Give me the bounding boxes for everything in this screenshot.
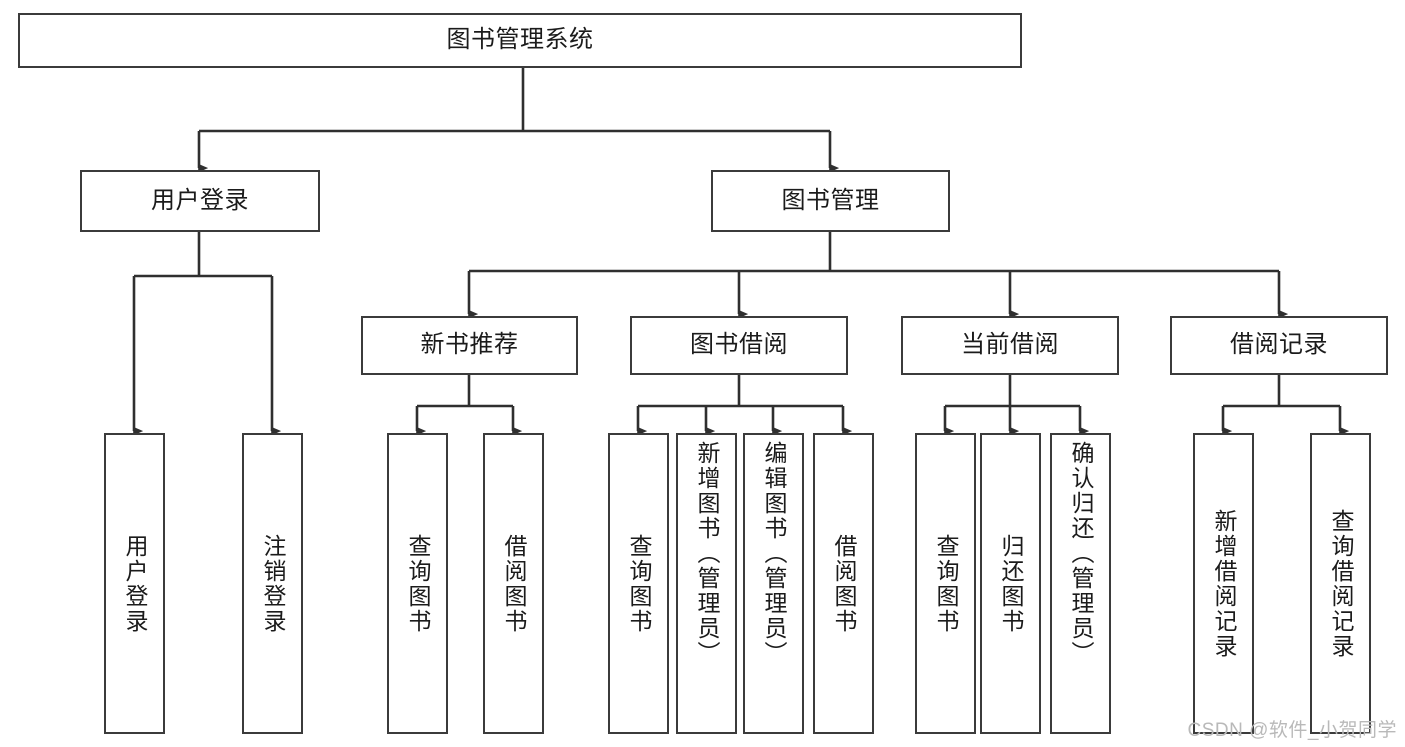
node-book-borrow-label: 图书借阅 (690, 331, 788, 359)
node-leaf-query-book-2-label: 查询图书 (626, 533, 652, 634)
node-leaf-borrow-book-1[interactable]: 借阅图书 (483, 433, 544, 734)
node-borrow-record[interactable]: 借阅记录 (1170, 316, 1388, 375)
node-user-login-label: 用户登录 (151, 186, 249, 214)
node-root-label: 图书管理系统 (446, 26, 594, 54)
node-leaf-add-book-label: 新增图书（管理员） (694, 441, 720, 666)
node-borrow-record-label: 借阅记录 (1230, 331, 1328, 359)
node-leaf-add-record[interactable]: 新增借阅记录 (1193, 433, 1254, 734)
node-leaf-borrow-book-2[interactable]: 借阅图书 (813, 433, 874, 734)
node-leaf-borrow-book-2-label: 借阅图书 (831, 533, 857, 634)
node-current-borrow[interactable]: 当前借阅 (901, 316, 1119, 375)
node-leaf-query-book-1-label: 查询图书 (405, 533, 431, 634)
node-leaf-query-book-1[interactable]: 查询图书 (387, 433, 448, 734)
node-leaf-edit-book-label: 编辑图书（管理员） (761, 441, 787, 666)
node-leaf-confirm-return[interactable]: 确认归还（管理员） (1050, 433, 1111, 734)
node-leaf-query-book-3-label: 查询图书 (933, 533, 959, 634)
node-leaf-add-book[interactable]: 新增图书（管理员） (676, 433, 737, 734)
node-root[interactable]: 图书管理系统 (18, 13, 1022, 68)
csdn-watermark: CSDN @软件_小贺同学 (1187, 720, 1397, 741)
node-leaf-query-book-3[interactable]: 查询图书 (915, 433, 976, 734)
node-book-borrow[interactable]: 图书借阅 (630, 316, 848, 375)
node-leaf-add-record-label: 新增借阅记录 (1211, 508, 1237, 659)
node-leaf-user-login-label: 用户登录 (122, 533, 148, 634)
node-leaf-edit-book[interactable]: 编辑图书（管理员） (743, 433, 804, 734)
node-leaf-query-record[interactable]: 查询借阅记录 (1310, 433, 1371, 734)
node-new-book-recommend[interactable]: 新书推荐 (361, 316, 578, 375)
node-new-book-recommend-label: 新书推荐 (420, 331, 519, 359)
node-leaf-return-book[interactable]: 归还图书 (980, 433, 1041, 734)
node-leaf-return-book-label: 归还图书 (998, 533, 1024, 634)
node-user-login[interactable]: 用户登录 (80, 170, 320, 232)
node-leaf-query-record-label: 查询借阅记录 (1328, 508, 1354, 659)
node-current-borrow-label: 当前借阅 (961, 331, 1059, 359)
node-leaf-logout-login-label: 注销登录 (260, 533, 286, 634)
node-leaf-query-book-2[interactable]: 查询图书 (608, 433, 669, 734)
node-leaf-borrow-book-1-label: 借阅图书 (501, 533, 527, 634)
node-leaf-confirm-return-label: 确认归还（管理员） (1068, 441, 1094, 666)
node-leaf-user-login[interactable]: 用户登录 (104, 433, 165, 734)
node-book-management[interactable]: 图书管理 (711, 170, 950, 232)
node-book-management-label: 图书管理 (781, 186, 880, 214)
node-leaf-logout-login[interactable]: 注销登录 (242, 433, 303, 734)
